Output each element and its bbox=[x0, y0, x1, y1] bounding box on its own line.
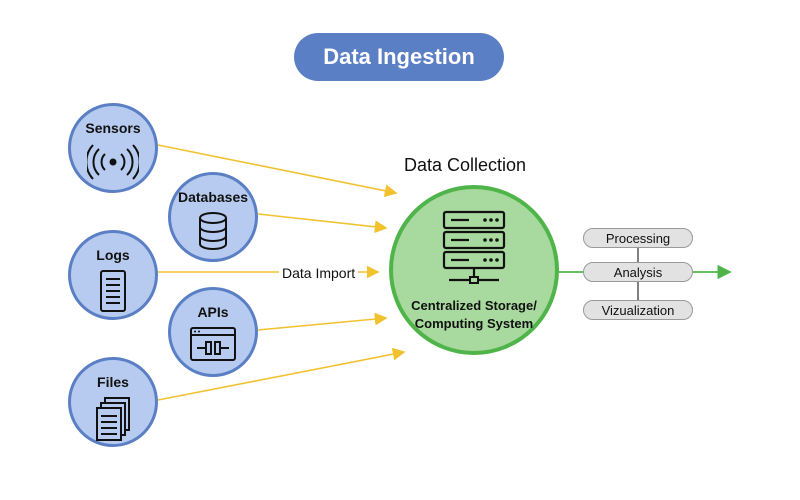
step-vizualization: Vizualization bbox=[583, 300, 693, 320]
source-apis: APIs bbox=[168, 287, 258, 377]
arrow-files bbox=[157, 347, 406, 401]
source-files: Files bbox=[68, 357, 158, 447]
arrow-sensors bbox=[157, 144, 398, 198]
central-system-label: Centralized Storage/ Computing System bbox=[393, 297, 555, 333]
source-sensors: Sensors bbox=[68, 103, 158, 193]
source-databases: Databases bbox=[168, 172, 258, 262]
hub-label-line2: Computing System bbox=[414, 316, 534, 331]
source-label: Logs bbox=[96, 247, 130, 263]
source-label: Databases bbox=[177, 189, 249, 205]
data-collection-label: Data Collection bbox=[404, 155, 527, 175]
source-label: Sensors bbox=[85, 120, 141, 136]
diagram-title: Data Ingestion bbox=[294, 33, 504, 81]
signal-icon bbox=[87, 144, 139, 180]
api-window-icon bbox=[190, 327, 236, 361]
source-label: APIs bbox=[197, 304, 229, 320]
database-icon bbox=[199, 212, 227, 250]
source-label: Files bbox=[97, 374, 129, 390]
step-processing: Processing bbox=[583, 228, 693, 248]
files-icon bbox=[96, 397, 130, 441]
document-icon bbox=[100, 270, 126, 312]
central-system-node: Centralized Storage/ Computing System bbox=[389, 185, 559, 355]
hub-label-line1: Centralized Storage/ bbox=[411, 298, 537, 313]
source-logs: Logs bbox=[68, 230, 158, 320]
step-analysis: Analysis bbox=[583, 262, 693, 282]
data-import-label: Data Import bbox=[279, 265, 359, 281]
arrow-databases bbox=[257, 213, 388, 234]
server-rack-icon bbox=[442, 210, 506, 284]
arrow-apis bbox=[257, 312, 388, 331]
